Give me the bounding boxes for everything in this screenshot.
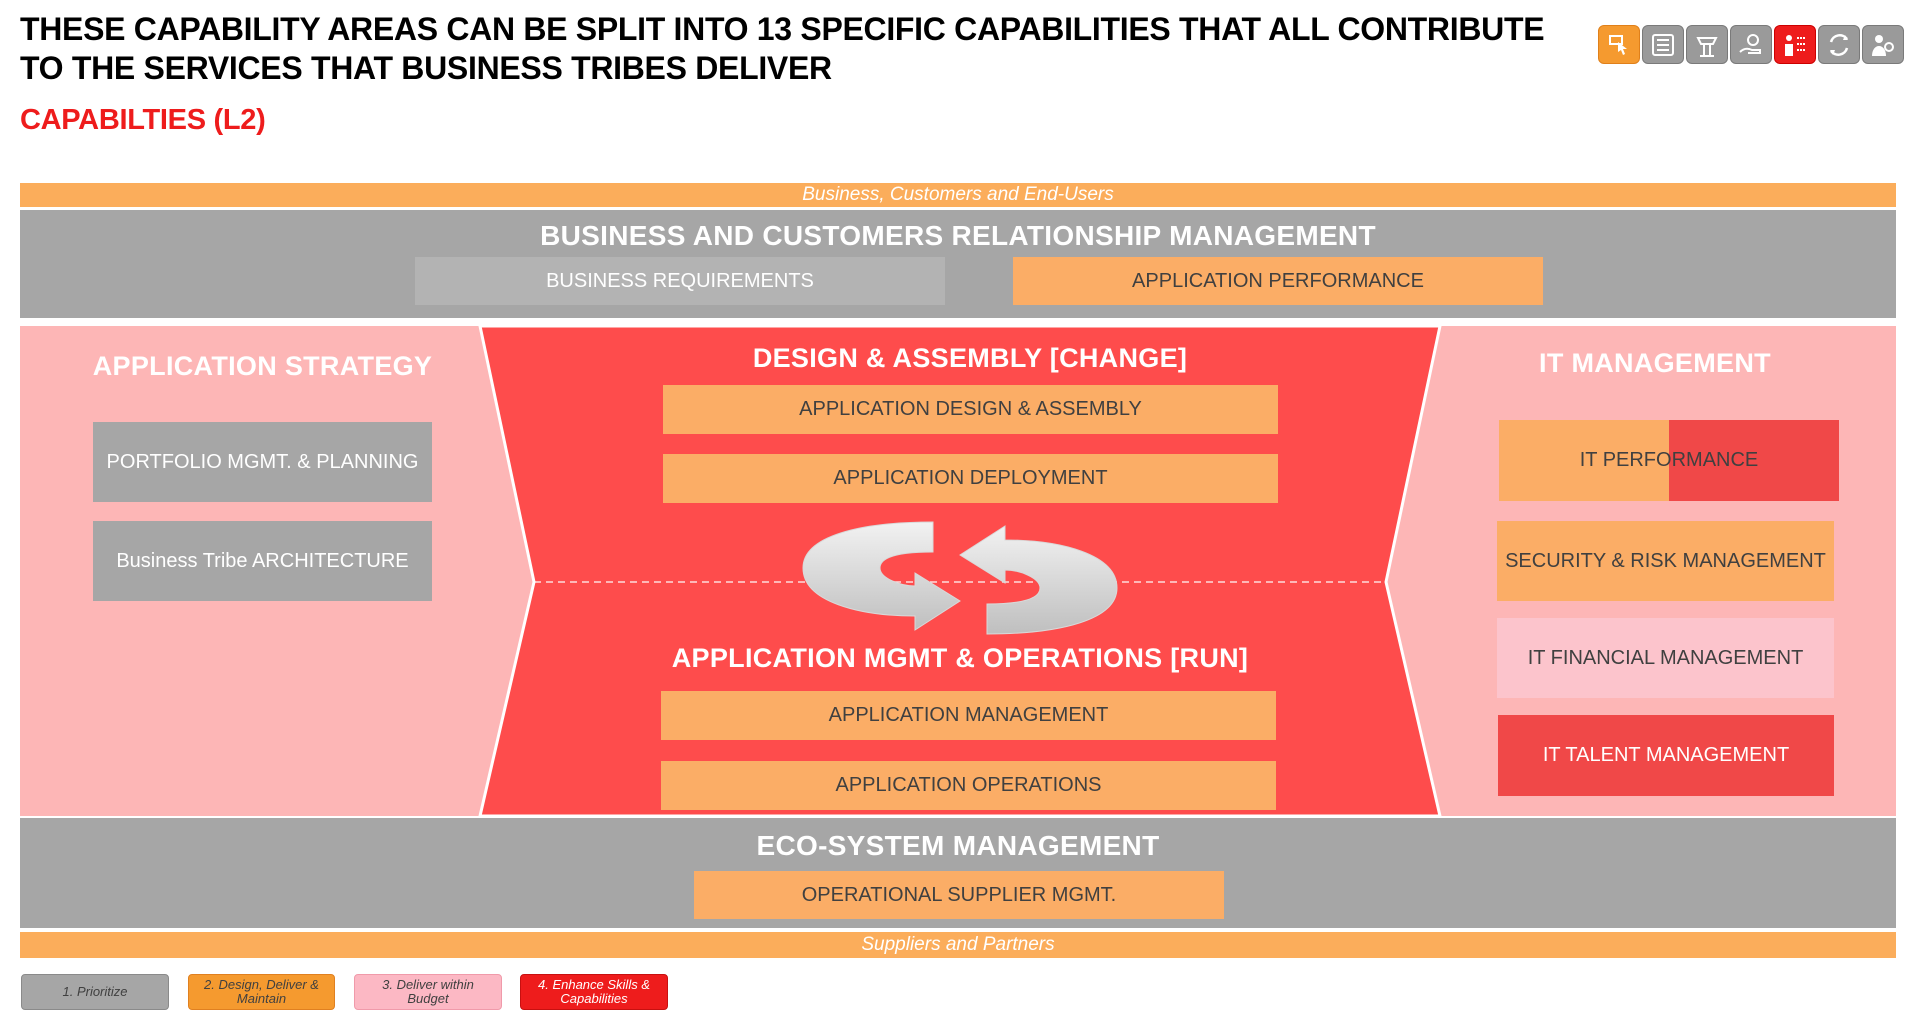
person-checklist-icon[interactable]	[1774, 25, 1816, 64]
suppliers-band: Suppliers and Partners	[20, 932, 1896, 958]
business-tribe-architecture-box: Business Tribe ARCHITECTURE	[93, 521, 432, 601]
list-icon[interactable]	[1642, 25, 1684, 64]
portfolio-management-box: PORTFOLIO MGMT. & PLANNING	[93, 422, 432, 502]
design-assembly-title: DESIGN & ASSEMBLY [CHANGE]	[752, 342, 1188, 373]
legend-enhance-skills: 4. Enhance Skills & Capabilities	[520, 974, 668, 1010]
relationship-management-section	[20, 210, 1896, 318]
hand-gear-icon[interactable]	[1730, 25, 1772, 64]
legend-prioritize: 1. Prioritize	[21, 974, 169, 1010]
application-performance-box: APPLICATION PERFORMANCE	[1013, 257, 1543, 305]
touch-hand-icon[interactable]	[1598, 25, 1640, 64]
ecosystem-title: ECO-SYSTEM MANAGEMENT	[756, 830, 1160, 861]
application-management-box: APPLICATION MANAGEMENT	[661, 691, 1276, 740]
customers-band: Business, Customers and End-Users	[20, 183, 1896, 207]
application-strategy-title: APPLICATION STRATEGY	[92, 350, 433, 381]
application-design-box: APPLICATION DESIGN & ASSEMBLY	[663, 385, 1278, 434]
page-title: THESE CAPABILITY AREAS CAN BE SPLIT INTO…	[20, 11, 1545, 86]
relationship-management-title: BUSINESS AND CUSTOMERS RELATIONSHIP MANA…	[540, 220, 1376, 251]
application-deployment-box: APPLICATION DEPLOYMENT	[663, 454, 1278, 503]
cycle-arrows-icon[interactable]	[1818, 25, 1860, 64]
change-run-cycle-icon	[802, 521, 1118, 635]
it-management-title: IT MANAGEMENT	[1539, 347, 1771, 378]
security-risk-box: SECURITY & RISK MANAGEMENT	[1497, 521, 1834, 601]
control-tower-icon[interactable]	[1686, 25, 1728, 64]
business-requirements-box: BUSINESS REQUIREMENTS	[415, 257, 945, 305]
it-performance-box: IT PERFORMANCE	[1499, 420, 1839, 501]
application-operations-box: APPLICATION OPERATIONS	[661, 761, 1276, 810]
operational-supplier-box: OPERATIONAL SUPPLIER MGMT.	[694, 871, 1224, 919]
it-financial-box: IT FINANCIAL MANAGEMENT	[1497, 618, 1834, 698]
person-gear-icon[interactable]	[1862, 25, 1904, 64]
legend-design-deliver: 2. Design, Deliver & Maintain	[188, 974, 335, 1010]
mgmt-operations-title: APPLICATION MGMT & OPERATIONS [RUN]	[671, 642, 1249, 673]
it-talent-box: IT TALENT MANAGEMENT	[1498, 715, 1834, 796]
legend-deliver-budget: 3. Deliver within Budget	[354, 974, 502, 1010]
page-subtitle: CAPABILTIES (L2)	[20, 104, 266, 136]
